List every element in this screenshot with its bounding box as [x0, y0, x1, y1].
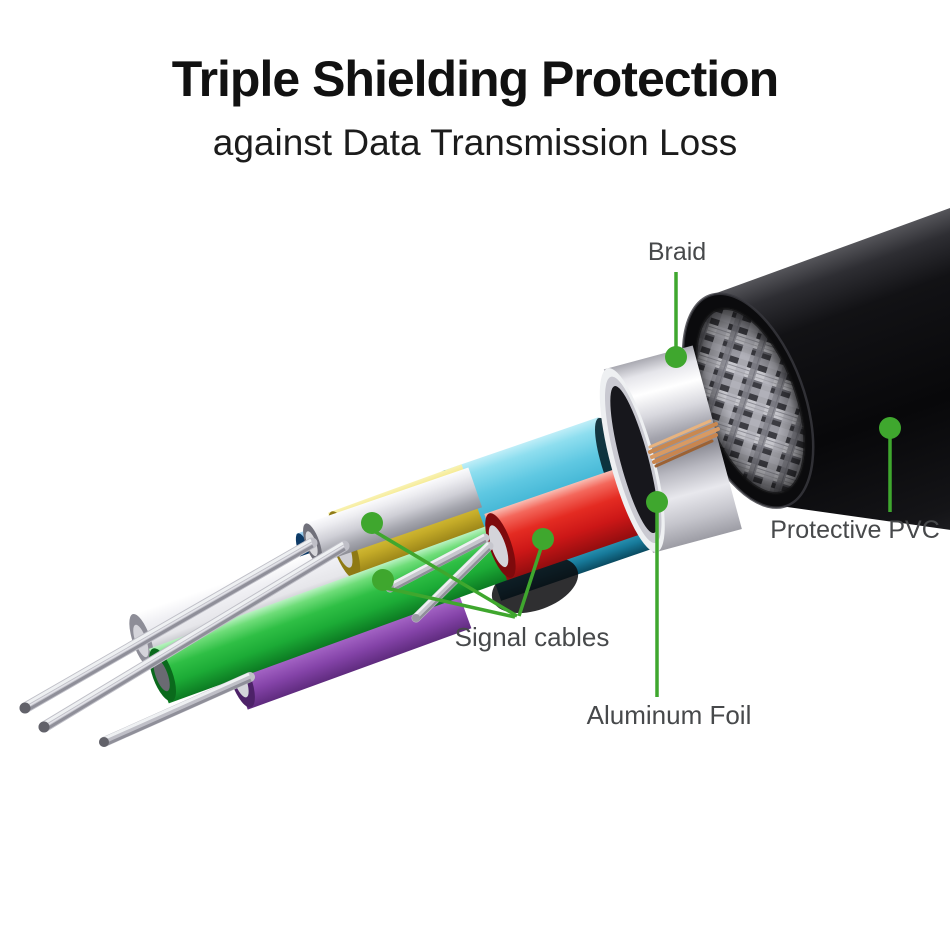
wire-strand-bundle-yellow [38, 540, 350, 733]
annotation-pointers [361, 272, 901, 697]
wire-strand-bundle-gray [19, 537, 318, 714]
signal-cables-pointer-line-2 [385, 586, 516, 619]
braid-label: Braid [647, 238, 707, 266]
copper-conductor [648, 419, 720, 468]
aluminum-foil-label: Aluminum Foil [586, 700, 752, 730]
braid-mesh [694, 306, 807, 495]
wire-strand-bundle-purple [99, 672, 255, 747]
page-subtitle: against Data Transmission Loss [212, 122, 738, 163]
signal-cables-dot-2 [372, 569, 394, 591]
protective-pvc-dot [879, 417, 901, 439]
signal-cables-dot-3 [532, 528, 554, 550]
aluminum-foil-dot [646, 491, 668, 513]
signal-cable-red [484, 465, 649, 581]
signal-cables-pointer-line-3 [517, 547, 543, 617]
signal-cables-dot-1 [361, 512, 383, 534]
signal-cables-pointer-line-1 [373, 529, 518, 618]
protective-pvc-label: Protective PVC [770, 516, 940, 544]
wire-strand-bundle-red-a [385, 533, 490, 593]
signal-cables-label: Signal cables [454, 622, 610, 652]
page-title: Triple Shielding Protection [171, 51, 779, 107]
braid-dot [665, 346, 687, 368]
